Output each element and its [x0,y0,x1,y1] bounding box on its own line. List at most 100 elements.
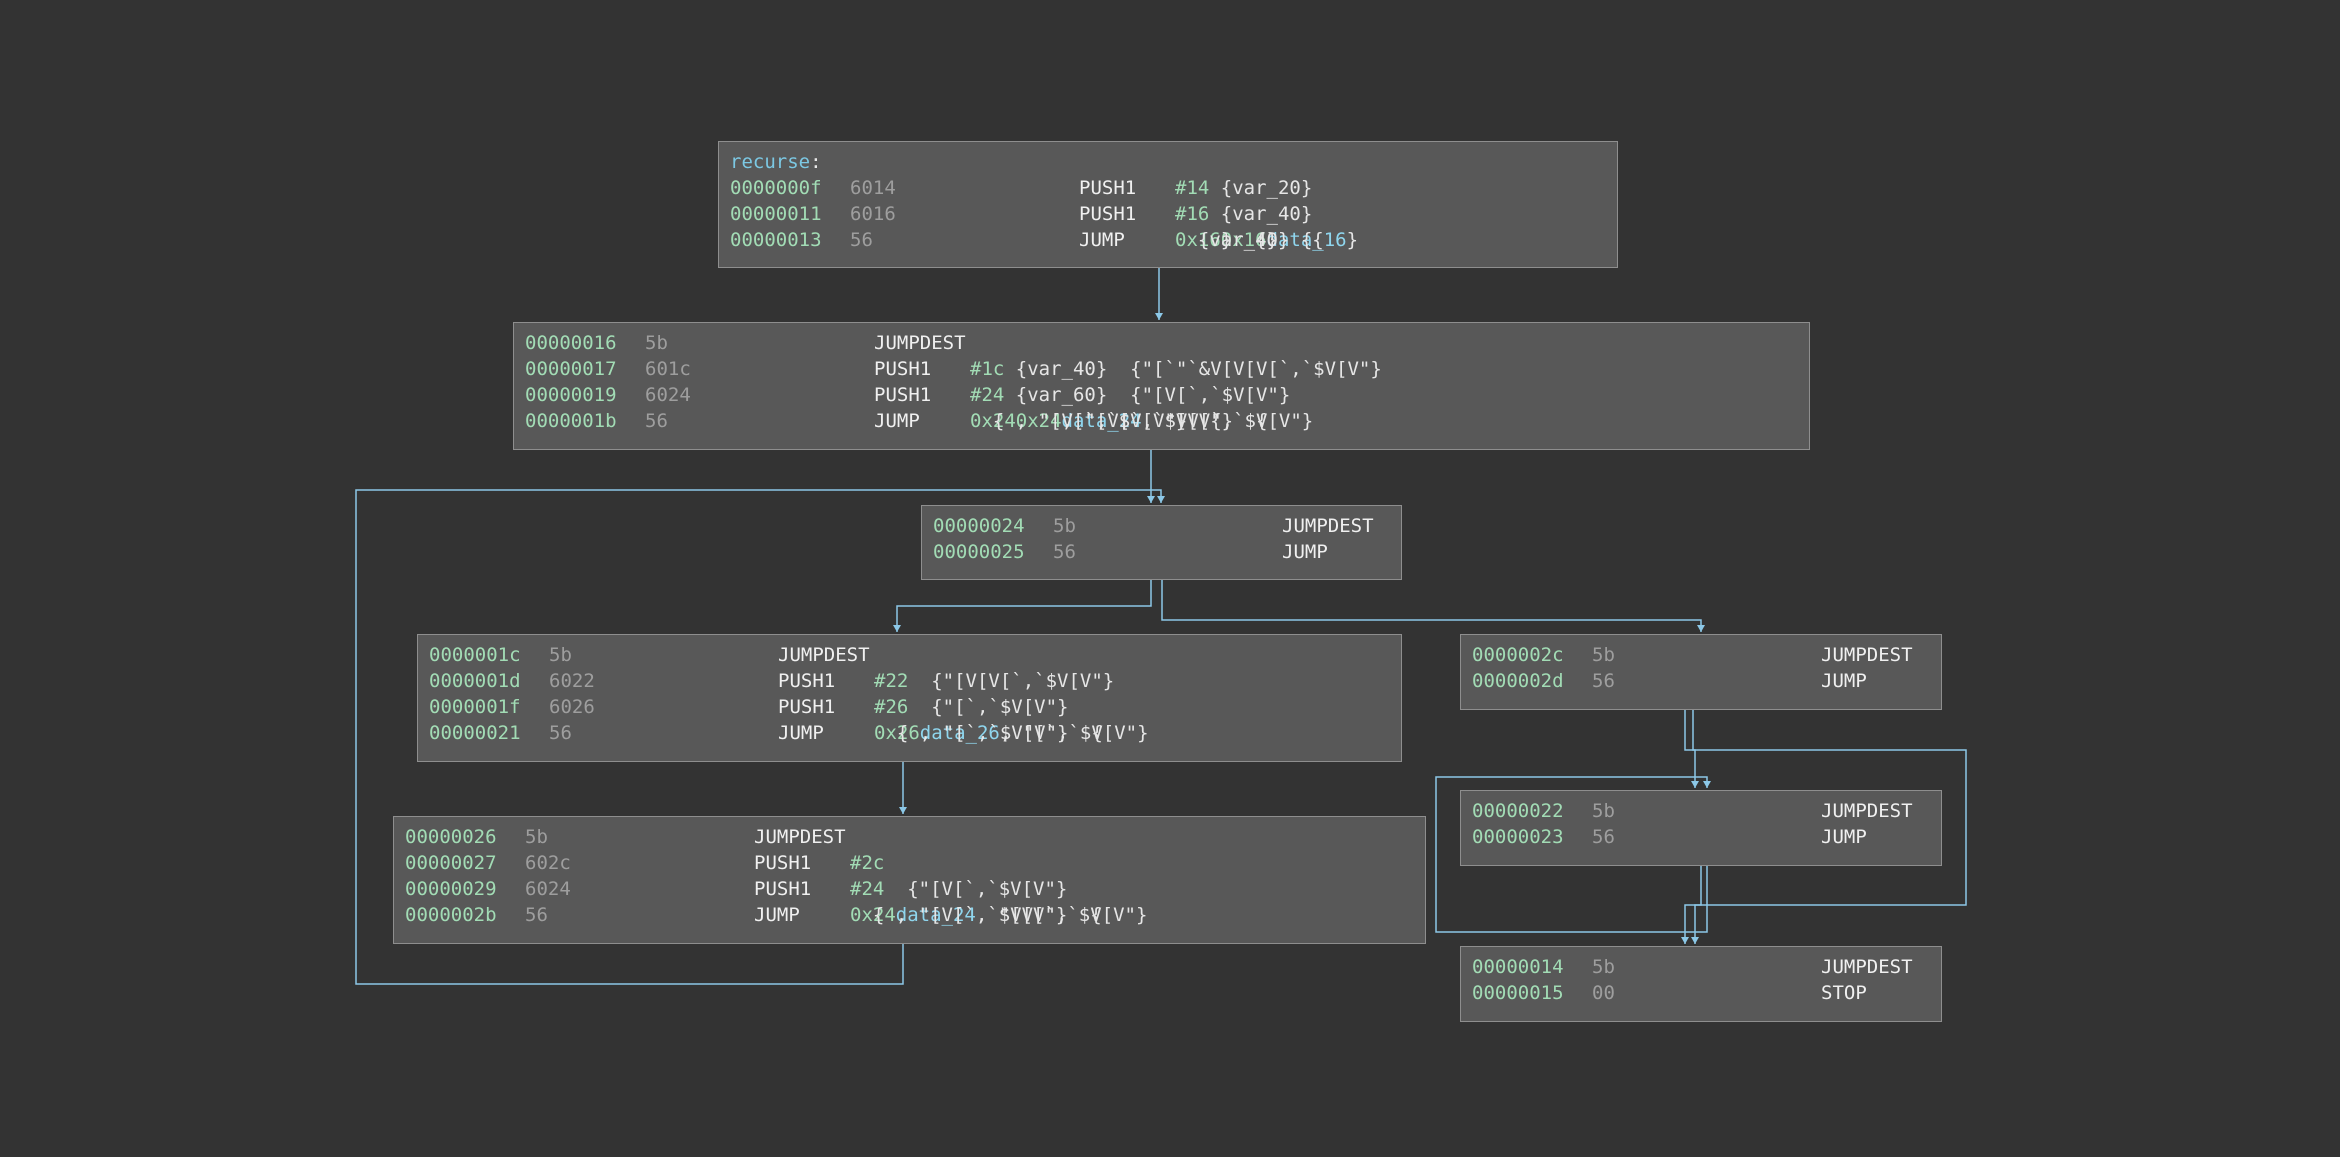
operand-text: {"[V[V[`,`$V[V"} [908,670,1115,692]
instruction-mnemonic: JUMP [1079,229,1125,251]
operand-data-ref[interactable]: data_24 [1061,410,1142,432]
operand-text: , "[`,`$V[V"} [999,722,1149,744]
instruction-address: 00000025 [933,541,1025,563]
instruction-bytes: 56 [549,722,572,744]
instruction-address: 00000021 [429,722,521,744]
operand-text: {var_20} [1209,177,1313,199]
operand-text: , "[V[`,`$V[V"} [1141,410,1314,432]
instruction-operands: #22 {"[V[V[`,`$V[V"} [874,668,1114,694]
instruction-bytes: 56 [1592,670,1615,692]
operand-text: { [850,904,885,926]
operand-text: } { [1266,229,1313,251]
instruction-line[interactable]: 0000001d 6022 PUSH1 #22 {"[V[V[`,`$V[V"} [429,668,1390,694]
instruction-mnemonic: JUMP [1821,670,1867,692]
operand-data-ref[interactable]: data_24 [895,904,976,926]
edge-00000022-to-00000014 [1684,866,1702,944]
instruction-mnemonic: PUSH1 [874,384,932,406]
instruction-mnemonic: JUMPDEST [874,332,966,354]
instruction-mnemonic: JUMPDEST [1821,800,1913,822]
instruction-mnemonic: JUMPDEST [1821,956,1913,978]
arrowhead [1691,937,1699,944]
instruction-operands: #24 {"[V[`,`$V[V"} [850,876,1067,902]
arrowhead [1681,937,1689,944]
operand-immediate: #24 [970,384,1005,406]
operand-data-ref[interactable]: data_16 [1266,229,1347,251]
instruction-address: 00000013 [730,229,822,251]
operand-text: , "[V[`,`$V[V"} { [895,904,1102,926]
instruction-bytes: 6022 [549,670,595,692]
instruction-address: 00000014 [1472,956,1564,978]
operand-immediate: 0x16 [1175,229,1221,251]
function-label[interactable]: recurse [730,151,811,173]
operand-text: } { [1220,229,1267,251]
instruction-address: 00000023 [1472,826,1564,848]
instruction-address: 00000017 [525,358,617,380]
instruction-address: 0000001d [429,670,521,692]
instruction-address: 00000029 [405,878,497,900]
edge-00000026-back-to-00000024 [355,489,1162,985]
operand-immediate: #22 [874,670,909,692]
instruction-bytes: 5b [1592,644,1615,666]
operand-data-ref[interactable]: data_26 [919,722,1000,744]
instruction-mnemonic: JUMP [1821,826,1867,848]
edge-00000022-self-loop [1435,776,1708,933]
operand-text: {var_60} {"[V[`,`$V[V"} [1004,384,1291,406]
instruction-bytes: 6024 [645,384,691,406]
label-colon: : [810,151,822,173]
arrowhead [893,625,901,632]
instruction-operands: #24 {var_60} {"[V[`,`$V[V"} [970,382,1290,408]
instruction-mnemonic: PUSH1 [778,696,836,718]
instruction-operands: {0x24, "[V[`,`$V[V"} {0x24, "[V[`,`$V[V"… [970,408,1313,434]
instruction-mnemonic: JUMP [874,410,920,432]
instruction-bytes: 56 [1053,541,1076,563]
instruction-mnemonic: PUSH1 [1079,177,1137,199]
instruction-bytes: 601c [645,358,691,380]
arrowhead [1147,496,1155,503]
operand-immediate: #14 [1175,177,1210,199]
operand-text: } [1346,229,1359,251]
operand-text: , "[V[`,`$V[V"} [975,904,1148,926]
instruction-bytes: 5b [549,644,572,666]
arrowhead [1697,625,1705,632]
instruction-operands: {0x26, "[`,`$V[V"} {data_26, "[`,`$V[V"} [874,720,1149,746]
instruction-bytes: 56 [645,410,668,432]
operand-text: {var_40} { [1175,229,1324,251]
operand-immediate: 0x24 [970,410,1016,432]
instruction-mnemonic: JUMPDEST [778,644,870,666]
operand-text: {var_40} [1209,203,1313,225]
instruction-mnemonic: PUSH1 [874,358,932,380]
instruction-mnemonic: PUSH1 [778,670,836,692]
arrowhead [1157,496,1165,503]
